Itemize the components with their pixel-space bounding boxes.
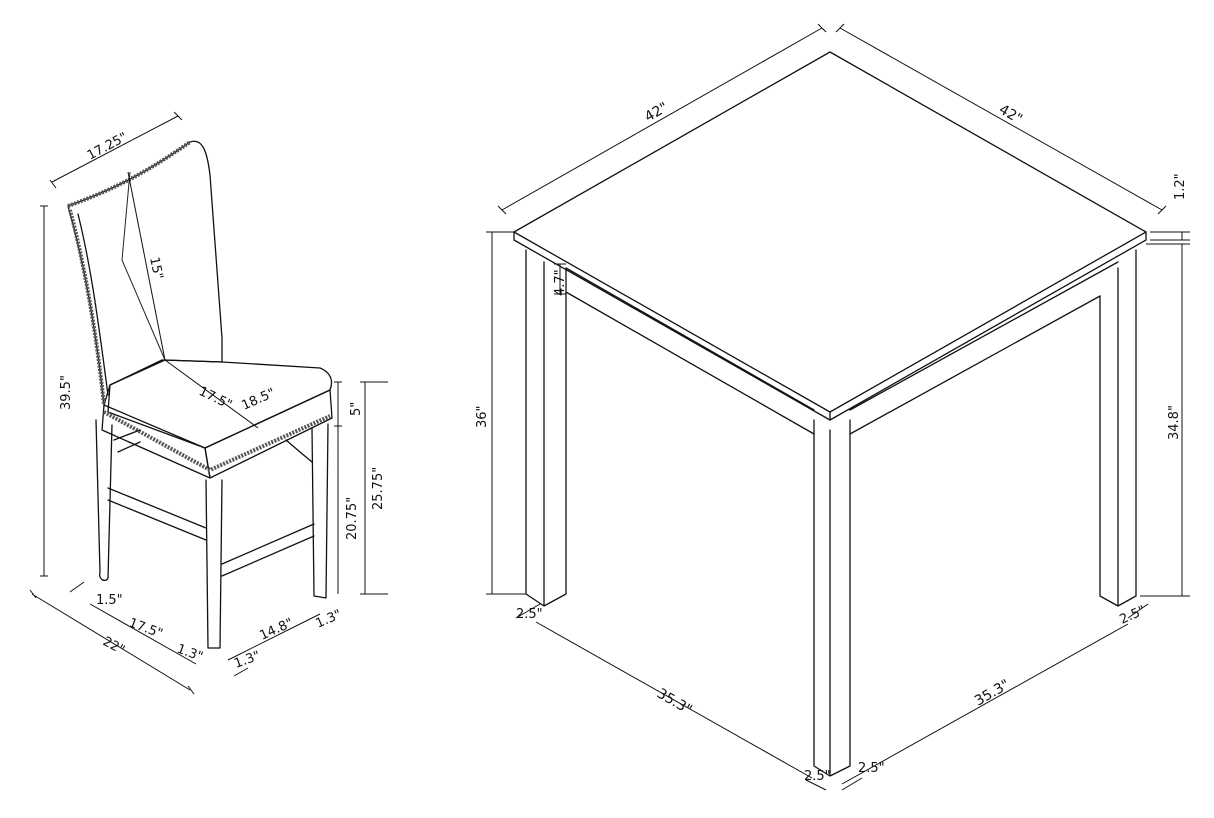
- chair-leg-back-left: [95, 419, 113, 582]
- table-leg-left-label: 2.5": [516, 607, 543, 622]
- chair-drawing: [67, 140, 333, 649]
- chair-overall-height-label: 39.5": [59, 375, 74, 410]
- table-leg-front: [813, 419, 851, 777]
- chair-back-seam: [121, 171, 166, 361]
- chair-back-inner: [77, 213, 109, 396]
- chair-seat-cushion-label: 5": [349, 402, 364, 416]
- chair-leg-size-front-label: 1.3": [175, 642, 205, 665]
- chair-leg-size-right-label: 1.3": [314, 607, 344, 632]
- table-top-depth-label: 42": [642, 99, 671, 125]
- table-leg-front-left-label: 2.5": [804, 769, 831, 784]
- chair-base-width-label: 14.8": [258, 616, 296, 644]
- table-leg-right: [1099, 249, 1137, 607]
- chair-back-trim: [67, 140, 192, 208]
- chair-seat-trim: [103, 410, 331, 473]
- chair-back-width-label: 17.25": [85, 130, 130, 164]
- table-leg-right-label: 2.5": [1118, 603, 1148, 628]
- table-drawing: [513, 51, 1147, 777]
- table-overall-height-label: 36": [475, 405, 490, 428]
- table-apron-height-label: 4.7": [553, 269, 568, 296]
- chair-overall-depth-label: 22": [100, 634, 127, 658]
- table-top-edge-left: [513, 231, 831, 421]
- table-leg-left: [525, 249, 567, 607]
- chair-seat-height-label: 20.75": [345, 497, 360, 540]
- table-base-left-label: 35.3": [654, 686, 695, 719]
- chair-leg-offset-label: 1.5": [96, 593, 123, 608]
- chair-stretcher-back: [113, 429, 141, 453]
- chair-leg-back-right: [285, 439, 313, 463]
- table-top-width-label: 42": [996, 102, 1025, 128]
- table-apron-left: [565, 267, 815, 435]
- chair-dimensions: [29, 111, 388, 695]
- chair-backrest: [67, 140, 223, 406]
- table-apron-right: [849, 261, 1119, 435]
- chair-stretcher-front: [221, 523, 315, 577]
- chair-back-edge-trim: [68, 209, 106, 406]
- chair-stretcher-side: [107, 487, 207, 541]
- table-base-right-label: 35.3": [972, 677, 1013, 710]
- chair-base-depth-label: 17.5": [127, 616, 165, 642]
- table-top: [513, 51, 1147, 413]
- table-top-edge-right: [829, 231, 1147, 421]
- chair-seat-height-total-label: 25.75": [371, 467, 386, 510]
- table-under-top-height-label: 34.8": [1167, 405, 1182, 440]
- chair-leg-right: [311, 423, 329, 599]
- chair-seat-side: [101, 404, 211, 479]
- chair-seat-width-label: 18.5": [240, 386, 278, 414]
- table-dimensions: [486, 23, 1190, 791]
- chair-leg-front: [205, 479, 223, 649]
- table-leg-front-right-label: 2.5": [858, 761, 885, 776]
- chair-seat-depth-label: 17.5": [196, 384, 234, 413]
- chair-back-height-label: 15": [146, 256, 165, 281]
- table-top-thickness-label: 1.2": [1173, 173, 1188, 200]
